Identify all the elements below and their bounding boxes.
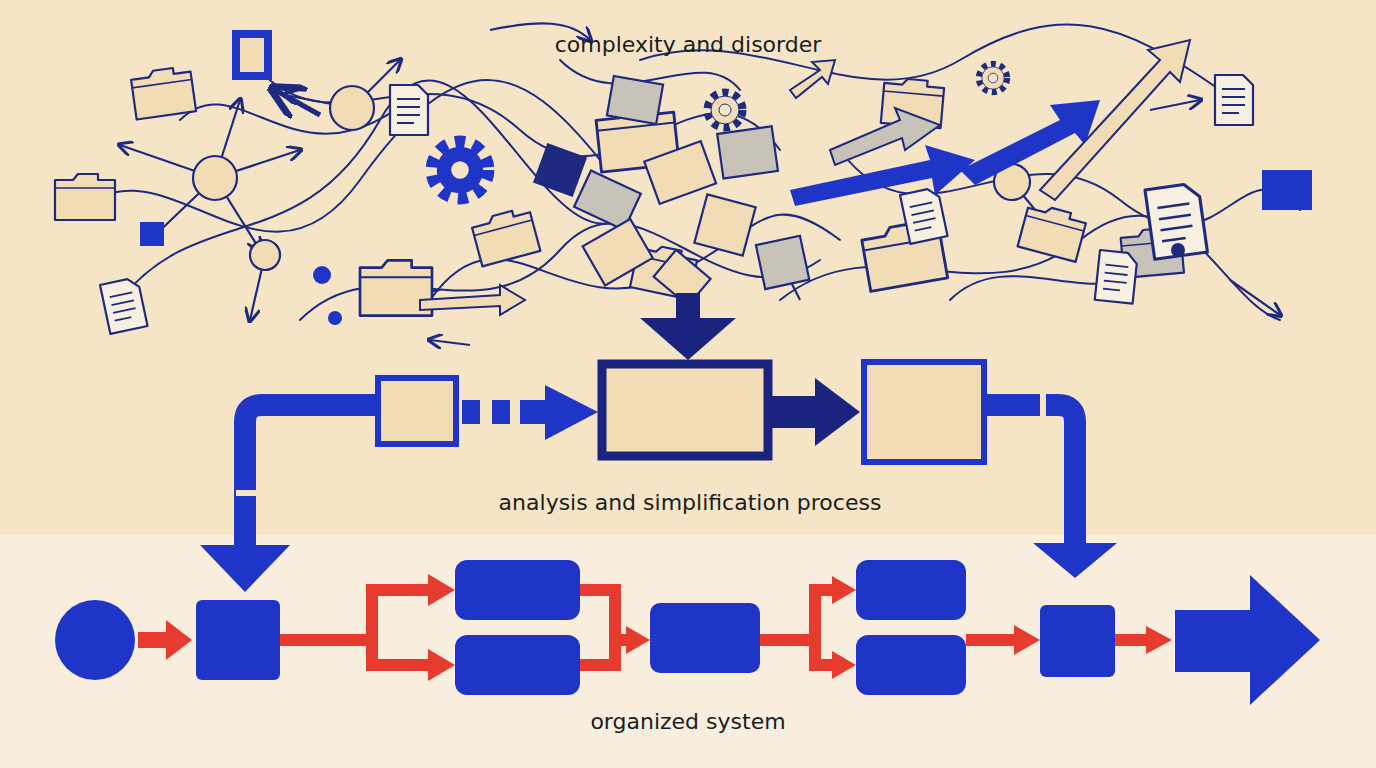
hub-circle bbox=[330, 86, 374, 130]
dash-segment bbox=[462, 400, 480, 424]
jumble-card bbox=[534, 144, 585, 195]
process-box bbox=[378, 378, 456, 444]
start-circle bbox=[55, 600, 135, 680]
outline-arrow bbox=[1040, 40, 1190, 200]
flow-line bbox=[760, 590, 836, 640]
section-label: complexity and disorder bbox=[555, 31, 822, 59]
scatter-arrow bbox=[1150, 100, 1200, 110]
flow-line bbox=[372, 640, 432, 665]
flow-arrowhead bbox=[1146, 626, 1172, 654]
chaos-scribbles bbox=[70, 24, 1300, 320]
flow-box bbox=[1040, 605, 1115, 677]
scribble-line bbox=[180, 90, 420, 134]
process-box bbox=[864, 362, 984, 462]
process-arrowhead bbox=[200, 545, 290, 592]
flow-arrowhead bbox=[166, 620, 192, 660]
flow-line bbox=[280, 590, 432, 640]
funnel-arrow-head bbox=[640, 318, 736, 360]
flow-arrowhead bbox=[626, 626, 650, 654]
dot bbox=[328, 311, 342, 325]
section-label: analysis and simplification process bbox=[499, 489, 882, 517]
flow-line bbox=[966, 634, 1018, 646]
flow-arrowhead bbox=[832, 576, 856, 604]
document-icon bbox=[900, 187, 948, 244]
flow-arrowhead bbox=[832, 651, 856, 679]
blue-card bbox=[232, 30, 272, 80]
gear-icon bbox=[979, 64, 1006, 91]
card-face bbox=[240, 38, 264, 72]
jumble-card bbox=[756, 236, 809, 289]
upper-background bbox=[0, 0, 1376, 535]
scatter-arrow bbox=[1230, 280, 1280, 315]
hub-circle bbox=[193, 156, 237, 200]
process-band bbox=[245, 405, 380, 548]
flow-box bbox=[856, 635, 966, 695]
document-icon bbox=[1145, 183, 1207, 260]
flow-arrowhead bbox=[428, 574, 455, 606]
flow-line bbox=[580, 590, 632, 640]
flow-box bbox=[455, 560, 580, 620]
bold-arrow bbox=[275, 90, 320, 115]
jumble-card bbox=[583, 219, 653, 285]
document-dot bbox=[1171, 243, 1185, 257]
flow-line bbox=[580, 640, 615, 665]
band-gap bbox=[1040, 394, 1046, 416]
flow-box bbox=[196, 600, 280, 680]
jumble-card bbox=[694, 194, 755, 255]
dash-segment bbox=[520, 400, 548, 424]
process-arrowhead bbox=[815, 378, 860, 446]
gear-icon bbox=[433, 143, 487, 197]
flow-box bbox=[455, 635, 580, 695]
dash-segment bbox=[492, 400, 510, 424]
blue-folder bbox=[1262, 170, 1312, 210]
process-band bbox=[985, 405, 1075, 545]
funnel-arrow-shaft bbox=[676, 293, 700, 321]
outline-arrow bbox=[790, 60, 835, 98]
document-icon bbox=[1215, 75, 1253, 125]
outline-arrow bbox=[420, 285, 525, 315]
band-gap bbox=[236, 490, 256, 496]
chaos-arrows bbox=[120, 23, 1280, 345]
process-arrowhead bbox=[545, 385, 598, 440]
folder-icon bbox=[1018, 202, 1088, 262]
jumble-card bbox=[644, 141, 716, 204]
gear-icon bbox=[708, 93, 742, 127]
end-arrow bbox=[1175, 575, 1320, 705]
zigzag-arrow bbox=[790, 145, 975, 206]
blue-square bbox=[140, 222, 164, 246]
jumble-card bbox=[607, 76, 663, 124]
flow-box bbox=[856, 560, 966, 620]
scatter-arrow bbox=[430, 340, 470, 345]
jumble-card bbox=[717, 126, 778, 178]
folder-icon bbox=[130, 66, 196, 120]
hub-circle bbox=[250, 240, 280, 270]
flow-arrow-shaft bbox=[138, 632, 170, 648]
folder-icon bbox=[55, 174, 115, 220]
process-box bbox=[602, 364, 768, 456]
document-icon bbox=[100, 277, 148, 334]
document-icon bbox=[1095, 250, 1138, 304]
lower-background bbox=[0, 535, 1376, 768]
flow-box bbox=[650, 603, 760, 673]
document-icon bbox=[390, 85, 428, 135]
flow-arrowhead bbox=[1014, 625, 1040, 655]
section-label: organized system bbox=[590, 708, 785, 736]
flow-arrowhead bbox=[428, 649, 455, 681]
flow-line bbox=[1115, 634, 1150, 646]
process-arrowhead bbox=[1033, 543, 1117, 578]
dot bbox=[313, 266, 331, 284]
outline-arrow bbox=[830, 108, 940, 165]
central-jumble bbox=[534, 76, 809, 306]
connector-shaft bbox=[770, 396, 820, 428]
folder-icon bbox=[471, 206, 541, 266]
